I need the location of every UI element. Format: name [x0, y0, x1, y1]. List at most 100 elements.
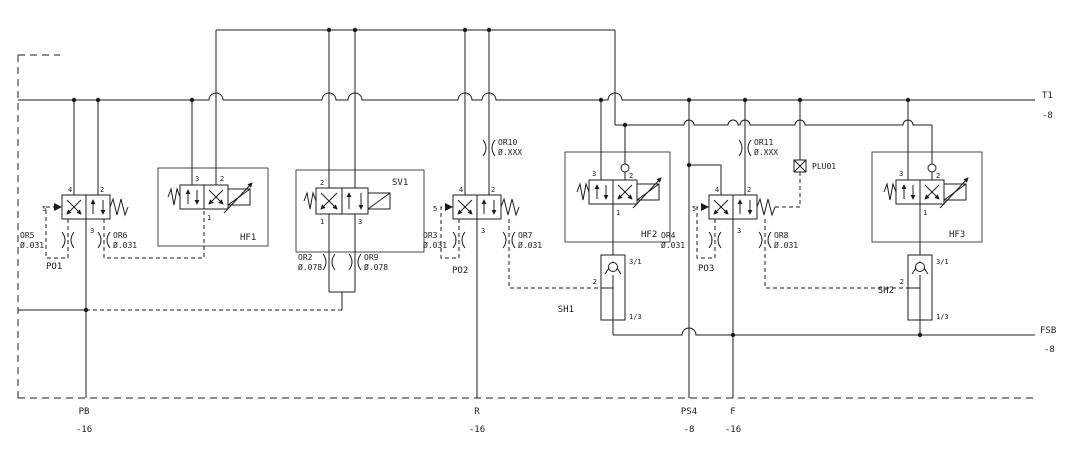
or11-label: OR11	[754, 138, 773, 147]
or2-label: OR2	[298, 253, 313, 262]
hf2-label: HF2	[641, 230, 657, 240]
orifice-or11: OR11 Ø.XXX	[738, 138, 778, 157]
sh2-top-port: 3/1	[936, 258, 949, 266]
or6-label: OR6	[113, 231, 128, 240]
or7-label: OR7	[518, 231, 533, 240]
sh1-left-port: 2	[593, 278, 597, 286]
po1-port-5: 5	[42, 205, 46, 213]
hf2-port-2: 2	[629, 172, 633, 180]
or3-label: OR3	[423, 231, 438, 240]
sh1-top-port: 3/1	[629, 258, 642, 266]
rail-t1: T1 -8	[18, 91, 1053, 121]
pb-size: -16	[76, 425, 92, 435]
po2-port-4: 4	[459, 186, 463, 194]
plug-plu01: PLU01	[793, 159, 836, 173]
hf1-port-2: 2	[220, 175, 224, 183]
or8-size: Ø.031	[774, 240, 798, 250]
ps4-size: -8	[684, 425, 695, 435]
or9-size: Ø.078	[364, 262, 388, 272]
orifice-or7: OR7 Ø.031	[502, 231, 542, 250]
sv1-port-2: 2	[320, 179, 324, 187]
plug-icon	[793, 159, 807, 173]
sv1-enclosure	[295, 169, 425, 253]
po1-port-2: 2	[100, 186, 104, 194]
orifice-or8: OR8 Ø.031	[758, 231, 798, 250]
or4-label: OR4	[661, 231, 676, 240]
or6-size: Ø.031	[113, 240, 137, 250]
check-valve-icon	[620, 163, 630, 173]
valve-hf2: 3 2 1 HF2	[577, 163, 661, 240]
or7-size: Ø.031	[518, 240, 542, 250]
hf1-port-1: 1	[207, 214, 211, 222]
hf2-enclosure	[564, 151, 671, 243]
t1-size: -8	[1042, 111, 1053, 121]
sh2-bottom-port: 1/3	[936, 313, 949, 321]
hf3-enclosure	[871, 151, 983, 243]
or3-size: Ø.031	[423, 240, 447, 250]
f-size: -16	[725, 425, 741, 435]
valve-sv1: 2 1 3 SV1	[304, 178, 408, 226]
hf3-label: HF3	[949, 230, 965, 240]
po2-label: PO2	[452, 266, 468, 276]
po2-port-3: 3	[481, 227, 485, 235]
sv1-port-1: 1	[320, 218, 324, 226]
sh1-bottom-port: 1/3	[629, 313, 642, 321]
sv1-label: SV1	[392, 178, 408, 188]
hf3-port-1: 1	[923, 209, 927, 217]
sh2-label: SH2	[878, 286, 894, 296]
po1-port-4: 4	[68, 186, 72, 194]
po1-label: PO1	[46, 262, 62, 272]
or11-size: Ø.XXX	[754, 147, 778, 157]
orifice-or6: OR6 Ø.031	[97, 231, 137, 250]
po1-port-3: 3	[90, 227, 94, 235]
sv1-port-3: 3	[358, 218, 362, 226]
po2-port-2: 2	[491, 186, 495, 194]
sh1-label: SH1	[558, 305, 574, 315]
plu01-label: PLU01	[812, 162, 836, 171]
valve-hf1: 3 2 1 HF1	[168, 175, 256, 243]
orifice-or10: OR10 Ø.XXX	[482, 138, 522, 157]
system-boundary	[17, 54, 1035, 399]
orifice-or4: OR4 Ø.031	[661, 231, 722, 250]
shuttle-sh1: 3/1 2 1/3 SH1	[558, 254, 642, 321]
rail-mid	[615, 119, 932, 126]
orifice-or3: OR3 Ø.031	[423, 231, 466, 250]
bottom-port-labels: PB -16 R -16 PS4 -8 F -16	[76, 407, 741, 435]
po3-port-2: 2	[747, 186, 751, 194]
pb-label: PB	[79, 407, 90, 417]
valve-po3: 4 2 5 3 PO3	[692, 186, 775, 274]
rail-fsb: FSB -8	[613, 326, 1056, 355]
po3-label: PO3	[698, 264, 714, 274]
t1-label: T1	[1042, 91, 1053, 101]
orifice-or5: OR5 Ø.031	[20, 231, 75, 250]
junction-dots	[71, 27, 923, 338]
hf2-port-1: 1	[616, 209, 620, 217]
r-label: R	[474, 407, 480, 417]
po2-port-5: 5	[433, 205, 437, 213]
or8-label: OR8	[774, 231, 789, 240]
valve-hf3: 3 2 1 HF3	[884, 163, 968, 240]
po3-port-4: 4	[715, 186, 719, 194]
or4-size: Ø.031	[661, 240, 685, 250]
shuttle-sh2: 3/1 2 1/3 SH2	[878, 254, 949, 321]
hf3-port-3: 3	[899, 170, 903, 178]
hf1-enclosure	[157, 167, 269, 247]
hf1-port-3: 3	[195, 175, 199, 183]
r-size: -16	[469, 425, 485, 435]
valve-po2: 4 2 5 3 PO2	[433, 186, 519, 276]
connection-lines	[18, 30, 933, 398]
hf2-port-3: 3	[592, 170, 596, 178]
orifice-or9: OR9 Ø.078	[348, 253, 388, 272]
sh2-left-port: 2	[900, 278, 904, 286]
po3-port-3: 3	[737, 227, 741, 235]
or10-size: Ø.XXX	[498, 147, 522, 157]
orifice-or2: OR2 Ø.078	[298, 253, 336, 272]
valve-po1: 4 2 5 3 PO1	[42, 186, 128, 272]
hf1-label: HF1	[240, 233, 256, 243]
check-valve-icon	[927, 163, 937, 173]
po3-port-5: 5	[692, 205, 696, 213]
fsb-size: -8	[1044, 345, 1055, 355]
fsb-label: FSB	[1040, 326, 1056, 336]
